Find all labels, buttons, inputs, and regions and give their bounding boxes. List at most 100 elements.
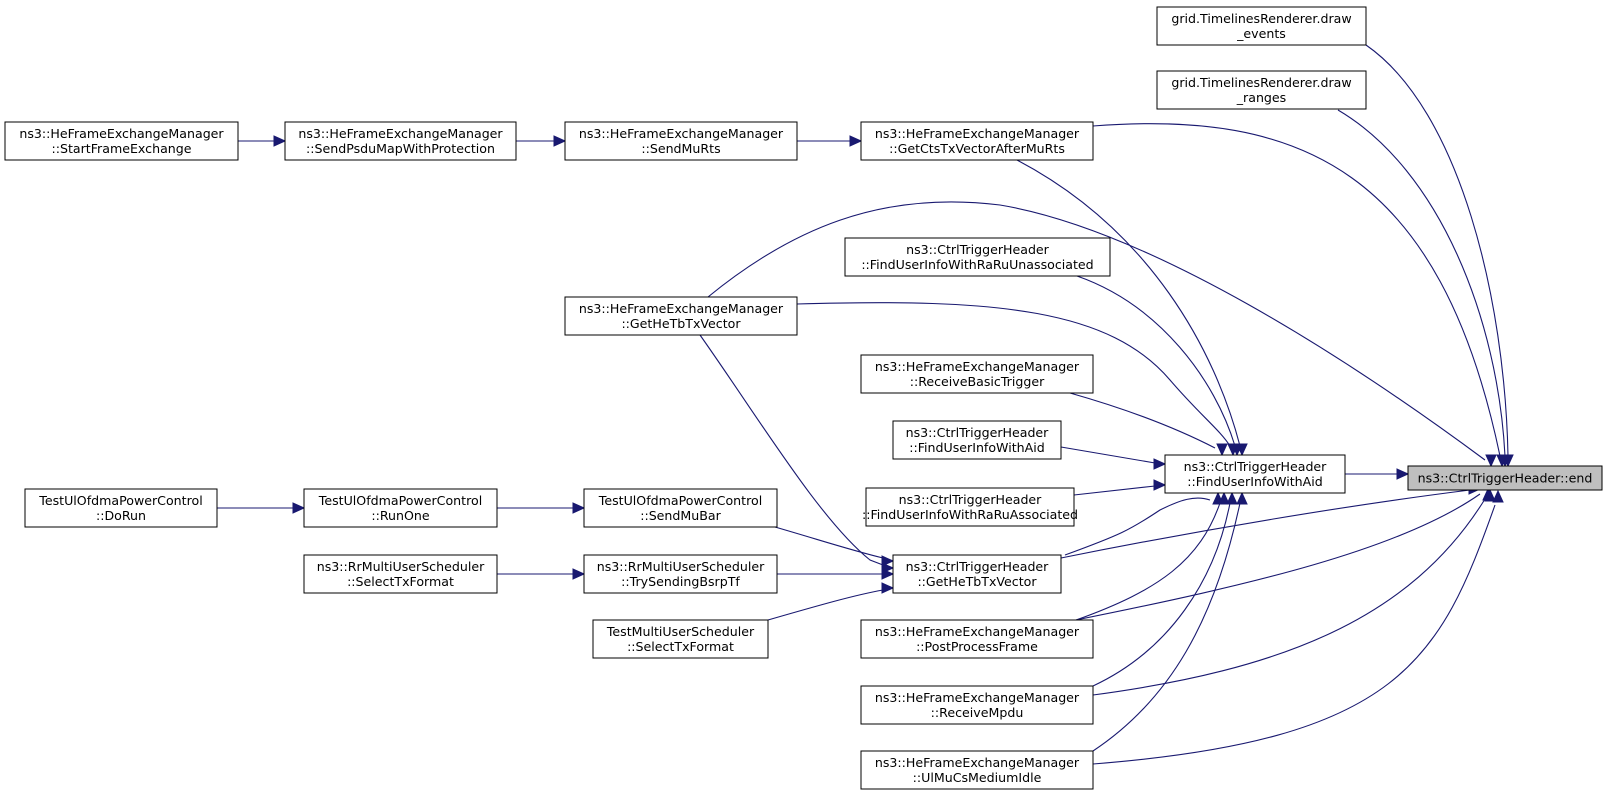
edge-rr_select_tx-to-rr_try_bsrp [497, 568, 586, 580]
node-send_psdu_map[interactable]: ns3::HeFrameExchangeManager::SendPsduMap… [284, 121, 517, 161]
node-label-line: ::GetCtsTxVectorAfterMuRts [889, 141, 1065, 156]
edge-line [1092, 498, 1486, 696]
node-label-line: ns3::HeFrameExchangeManager [875, 755, 1080, 770]
node-ctrl_get_he_tb[interactable]: ns3::CtrlTriggerHeader::GetHeTbTxVector [892, 554, 1062, 594]
edge-start_frame_exchange-to-send_psdu_map [238, 135, 287, 147]
node-rr_select_tx[interactable]: ns3::RrMultiUserScheduler::SelectTxForma… [303, 554, 498, 594]
edge-draw_events-to-end [1365, 44, 1514, 468]
arrowhead [1492, 489, 1504, 503]
edge-receive_basic_trigger-to-find_aid [1069, 392, 1228, 457]
edge-find_ra_ru_unassoc-to-find_aid [1076, 275, 1243, 457]
node-receive_basic_trigger[interactable]: ns3::HeFrameExchangeManager::ReceiveBasi… [860, 354, 1094, 394]
node-label-line: ::FindUserInfoWithRaRuUnassociated [861, 257, 1093, 272]
node-send_mu_rts[interactable]: ns3::HeFrameExchangeManager::SendMuRts [564, 121, 798, 161]
edge-line [699, 334, 884, 566]
node-label-line: ns3::RrMultiUserScheduler [597, 559, 765, 574]
node-get_cts_tx_vector[interactable]: ns3::HeFrameExchangeManager::GetCtsTxVec… [860, 121, 1094, 161]
node-label-line: ::SendMuBar [640, 508, 721, 523]
node-label-line: ::StartFrameExchange [51, 141, 191, 156]
node-box [303, 488, 498, 528]
node-receive_mpdu[interactable]: ns3::HeFrameExchangeManager::ReceiveMpdu [860, 685, 1094, 725]
node-find_aid[interactable]: ns3::CtrlTriggerHeader::FindUserInfoWith… [1164, 454, 1346, 494]
arrowhead [1218, 491, 1230, 505]
node-test_run_one[interactable]: TestUlOfdmaPowerControl::RunOne [303, 488, 498, 528]
node-label-line: ::PostProcessFrame [916, 639, 1038, 654]
edge-post_process_frame-to-find_aid [1075, 491, 1230, 621]
node-box [892, 420, 1062, 460]
node-label-line: ns3::RrMultiUserScheduler [317, 559, 485, 574]
node-label-line: ns3::HeFrameExchangeManager [875, 690, 1080, 705]
node-draw_ranges[interactable]: grid.TimelinesRenderer.draw_ranges [1156, 70, 1367, 110]
node-rr_try_bsrp[interactable]: ns3::RrMultiUserScheduler::TrySendingBsr… [583, 554, 778, 594]
node-label-line: TestUlOfdmaPowerControl [598, 493, 762, 508]
edge-line [707, 201, 1486, 461]
node-label-line: ns3::HeFrameExchangeManager [875, 359, 1080, 374]
node-box [1156, 6, 1367, 46]
node-label-line: ::DoRun [96, 508, 146, 523]
edge-line [1073, 485, 1156, 496]
edge-line [1092, 504, 1496, 765]
edge-line [1060, 446, 1156, 464]
node-end[interactable]: ns3::CtrlTriggerHeader::end [1407, 465, 1603, 491]
node-find_ra_ru_unassoc[interactable]: ns3::CtrlTriggerHeader::FindUserInfoWith… [844, 237, 1111, 277]
node-box [860, 619, 1094, 659]
node-post_process_frame[interactable]: ns3::HeFrameExchangeManager::PostProcess… [860, 619, 1094, 659]
node-label-line: ns3::HeFrameExchangeManager [579, 126, 784, 141]
node-box [564, 296, 798, 336]
arrowhead [1496, 454, 1508, 468]
node-find_ra_ru_assoc[interactable]: ns3::CtrlTriggerHeader::FindUserInfoWith… [862, 487, 1078, 527]
node-box [1156, 70, 1367, 110]
node-test_send_mu_bar[interactable]: TestUlOfdmaPowerControl::SendMuBar [583, 488, 778, 528]
node-box [860, 750, 1094, 790]
node-ul_mu_cs_idle[interactable]: ns3::HeFrameExchangeManager::UlMuCsMediu… [860, 750, 1094, 790]
node-label-line: ::FindUserInfoWithAid [909, 440, 1045, 455]
edge-test_run_one-to-test_send_mu_bar [497, 502, 586, 514]
edge-line [1337, 109, 1506, 457]
node-label-line: ns3::HeFrameExchangeManager [875, 126, 1080, 141]
edge-get_cts_tx_vector-to-end [1092, 123, 1508, 468]
edge-line [1069, 392, 1216, 449]
edge-line [1016, 159, 1241, 447]
arrowhead [1484, 488, 1496, 502]
node-label-line: ::GetHeTbTxVector [917, 574, 1037, 589]
node-label-line: ::GetHeTbTxVector [621, 316, 741, 331]
edge-line [1092, 502, 1231, 687]
edge-line [1064, 497, 1211, 556]
node-test_do_run[interactable]: TestUlOfdmaPowerControl::DoRun [24, 488, 218, 528]
arrowhead [572, 502, 586, 514]
node-box [583, 488, 778, 528]
node-box [1407, 465, 1603, 491]
node-label-line: ::ReceiveBasicTrigger [910, 374, 1045, 389]
arrowhead [1153, 458, 1167, 470]
node-test_mu_select_tx[interactable]: TestMultiUserScheduler::SelectTxFormat [592, 619, 769, 659]
edge-post_process_frame-to-end [1075, 487, 1494, 621]
arrowhead [1216, 443, 1228, 457]
node-label-line: TestUlOfdmaPowerControl [38, 493, 202, 508]
node-label-line: ::RunOne [371, 508, 430, 523]
node-find_aid_left[interactable]: ns3::CtrlTriggerHeader::FindUserInfoWith… [892, 420, 1062, 460]
node-draw_events[interactable]: grid.TimelinesRenderer.draw_events [1156, 6, 1367, 46]
arrowhead [849, 135, 863, 147]
node-label-line: ::ReceiveMpdu [931, 705, 1024, 720]
edge-receive_mpdu-to-end [1092, 488, 1496, 696]
edge-test_do_run-to-test_run_one [217, 502, 306, 514]
node-hefem_get_he_tb[interactable]: ns3::HeFrameExchangeManager::GetHeTbTxVe… [564, 296, 798, 336]
edge-line [796, 302, 1231, 447]
edge-line [1092, 502, 1241, 752]
node-start_frame_exchange[interactable]: ns3::HeFrameExchangeManager::StartFrameE… [4, 121, 239, 161]
node-box [284, 121, 517, 161]
edge-line [1076, 275, 1236, 447]
arrowhead [881, 568, 895, 580]
arrowhead [1153, 479, 1167, 491]
node-box [303, 554, 498, 594]
edge-test_mu_select_tx-to-ctrl_get_he_tb [767, 582, 895, 621]
edge-ctrl_get_he_tb-to-find_aid [1064, 491, 1224, 556]
edge-find_aid_left-to-find_aid [1060, 446, 1167, 470]
node-label-line: _ranges [1236, 90, 1286, 105]
arrowhead [553, 135, 567, 147]
node-label-line: ns3::CtrlTriggerHeader::end [1418, 471, 1593, 486]
arrowhead [1236, 491, 1248, 505]
arrowhead [1226, 491, 1238, 505]
node-label-line: ns3::CtrlTriggerHeader [906, 242, 1050, 257]
edge-line [1075, 502, 1221, 621]
